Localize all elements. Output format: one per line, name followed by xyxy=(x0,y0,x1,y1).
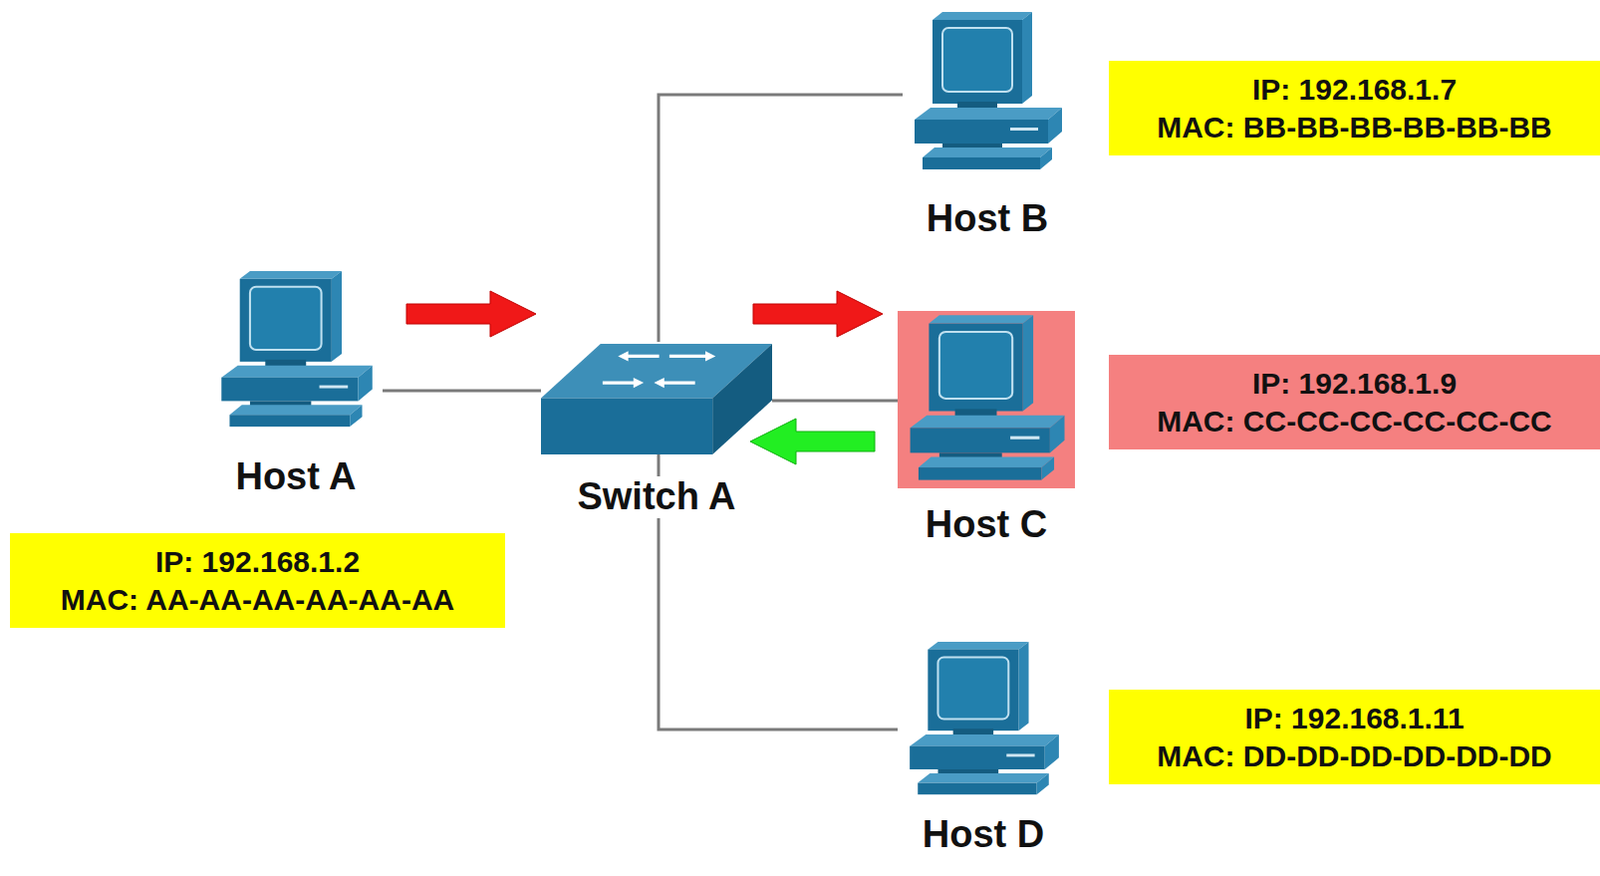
mac-address: MAC: AA-AA-AA-AA-AA-AA xyxy=(60,580,455,619)
host-label: Host C xyxy=(921,504,1052,546)
network-cable xyxy=(772,399,898,403)
request-arrow xyxy=(406,290,536,337)
mac-address: MAC: BB-BB-BB-BB-BB-BB xyxy=(1156,108,1553,147)
reply-arrow xyxy=(750,418,875,465)
mac-address: MAC: CC-CC-CC-CC-CC-CC xyxy=(1156,402,1553,441)
computer-icon xyxy=(209,266,383,435)
network-cable xyxy=(658,94,903,342)
host-computer: Host B xyxy=(902,7,1072,241)
host-computer: Host C xyxy=(897,310,1075,546)
network-switch: Switch A xyxy=(540,341,773,519)
host-label: Host A xyxy=(231,456,360,499)
host-label: Switch A xyxy=(572,476,740,519)
ip-address: IP: 192.168.1.2 xyxy=(155,542,360,581)
host-computer: Host D xyxy=(897,637,1069,856)
ip-address: IP: 192.168.1.9 xyxy=(1252,364,1457,403)
mac-address: MAC: DD-DD-DD-DD-DD-DD xyxy=(1156,737,1553,776)
host-label: Host B xyxy=(922,198,1053,241)
address-box: IP: 192.168.1.7MAC: BB-BB-BB-BB-BB-BB xyxy=(1108,60,1600,156)
network-cable xyxy=(382,389,541,393)
computer-icon xyxy=(902,7,1072,178)
ip-address: IP: 192.168.1.11 xyxy=(1244,699,1464,738)
host-computer: Host A xyxy=(209,266,383,499)
address-box: IP: 192.168.1.2MAC: AA-AA-AA-AA-AA-AA xyxy=(9,533,506,628)
address-box: IP: 192.168.1.9MAC: CC-CC-CC-CC-CC-CC xyxy=(1108,354,1600,450)
computer-icon xyxy=(897,310,1075,489)
ip-address: IP: 192.168.1.7 xyxy=(1252,70,1457,109)
address-box: IP: 192.168.1.11MAC: DD-DD-DD-DD-DD-DD xyxy=(1108,689,1600,785)
computer-icon xyxy=(897,637,1069,802)
host-label: Host D xyxy=(918,813,1049,856)
switch-icon xyxy=(540,341,773,455)
request-arrow xyxy=(753,290,883,337)
